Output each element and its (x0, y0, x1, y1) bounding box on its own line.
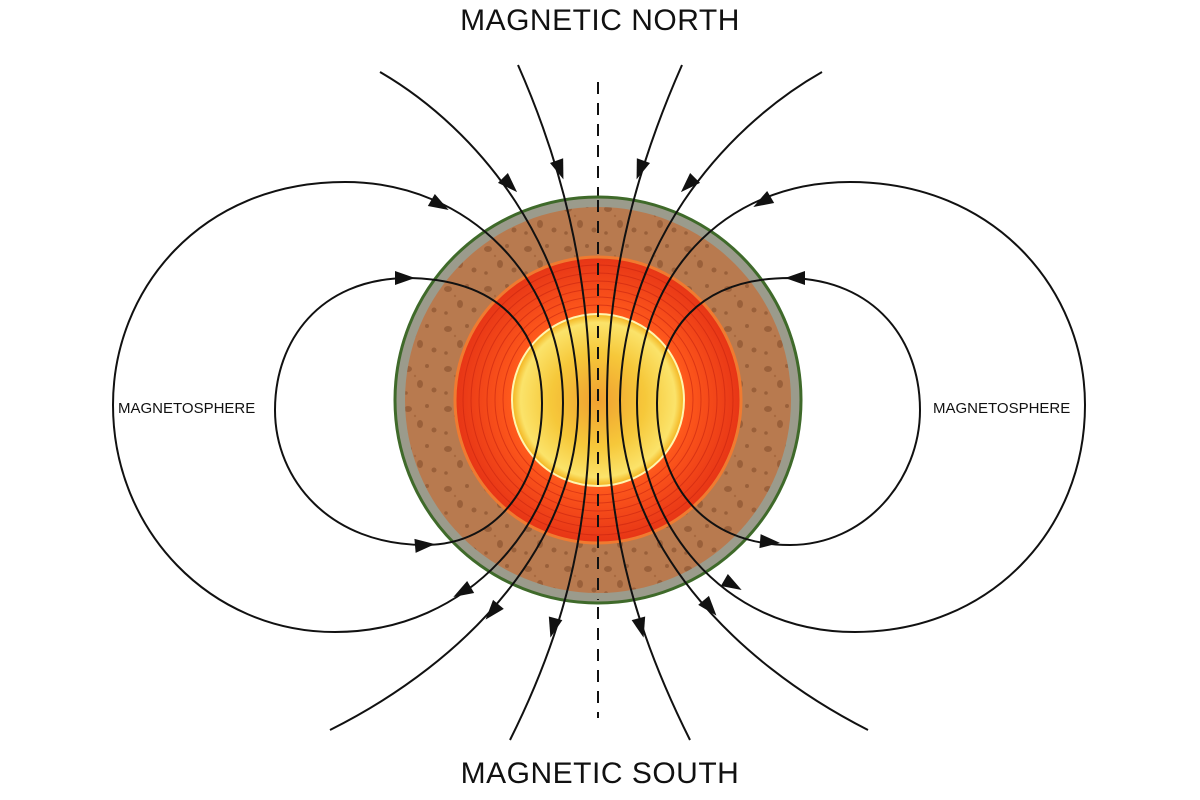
earth (393, 195, 803, 605)
arrow-icon (720, 573, 742, 590)
arrow-icon (485, 599, 504, 620)
field-lines (111, 64, 1087, 741)
field-line-outer-right (635, 180, 1087, 634)
field-line-polar-3 (605, 64, 691, 741)
arrow-icon (753, 190, 775, 207)
arrow-icon (631, 616, 646, 638)
arrow-icon (759, 534, 780, 549)
arrow-icon (453, 580, 475, 597)
arrow-icon (414, 538, 435, 553)
field-arrows (395, 158, 805, 638)
field-line-polar-4 (618, 71, 869, 731)
arrow-icon (395, 271, 415, 285)
arrow-icon (497, 172, 518, 193)
magnetic-north-label: MAGNETIC NORTH (460, 4, 740, 37)
magnetosphere-left-label: MAGNETOSPHERE (118, 400, 256, 417)
field-line-polar-1 (329, 71, 580, 731)
arrow-icon (427, 193, 449, 210)
arrow-icon (636, 158, 650, 180)
arrow-icon (785, 271, 805, 285)
field-line-polar-2 (509, 64, 592, 741)
field-line-inner-right (655, 276, 922, 547)
magnetic-south-label: MAGNETIC SOUTH (460, 757, 740, 790)
field-line-outer-left (111, 180, 565, 634)
arrow-icon (548, 616, 563, 638)
arrow-icon (550, 158, 564, 180)
magnetosphere-right-label: MAGNETOSPHERE (933, 400, 1071, 417)
arrow-icon (680, 172, 701, 193)
arrow-icon (698, 595, 717, 616)
